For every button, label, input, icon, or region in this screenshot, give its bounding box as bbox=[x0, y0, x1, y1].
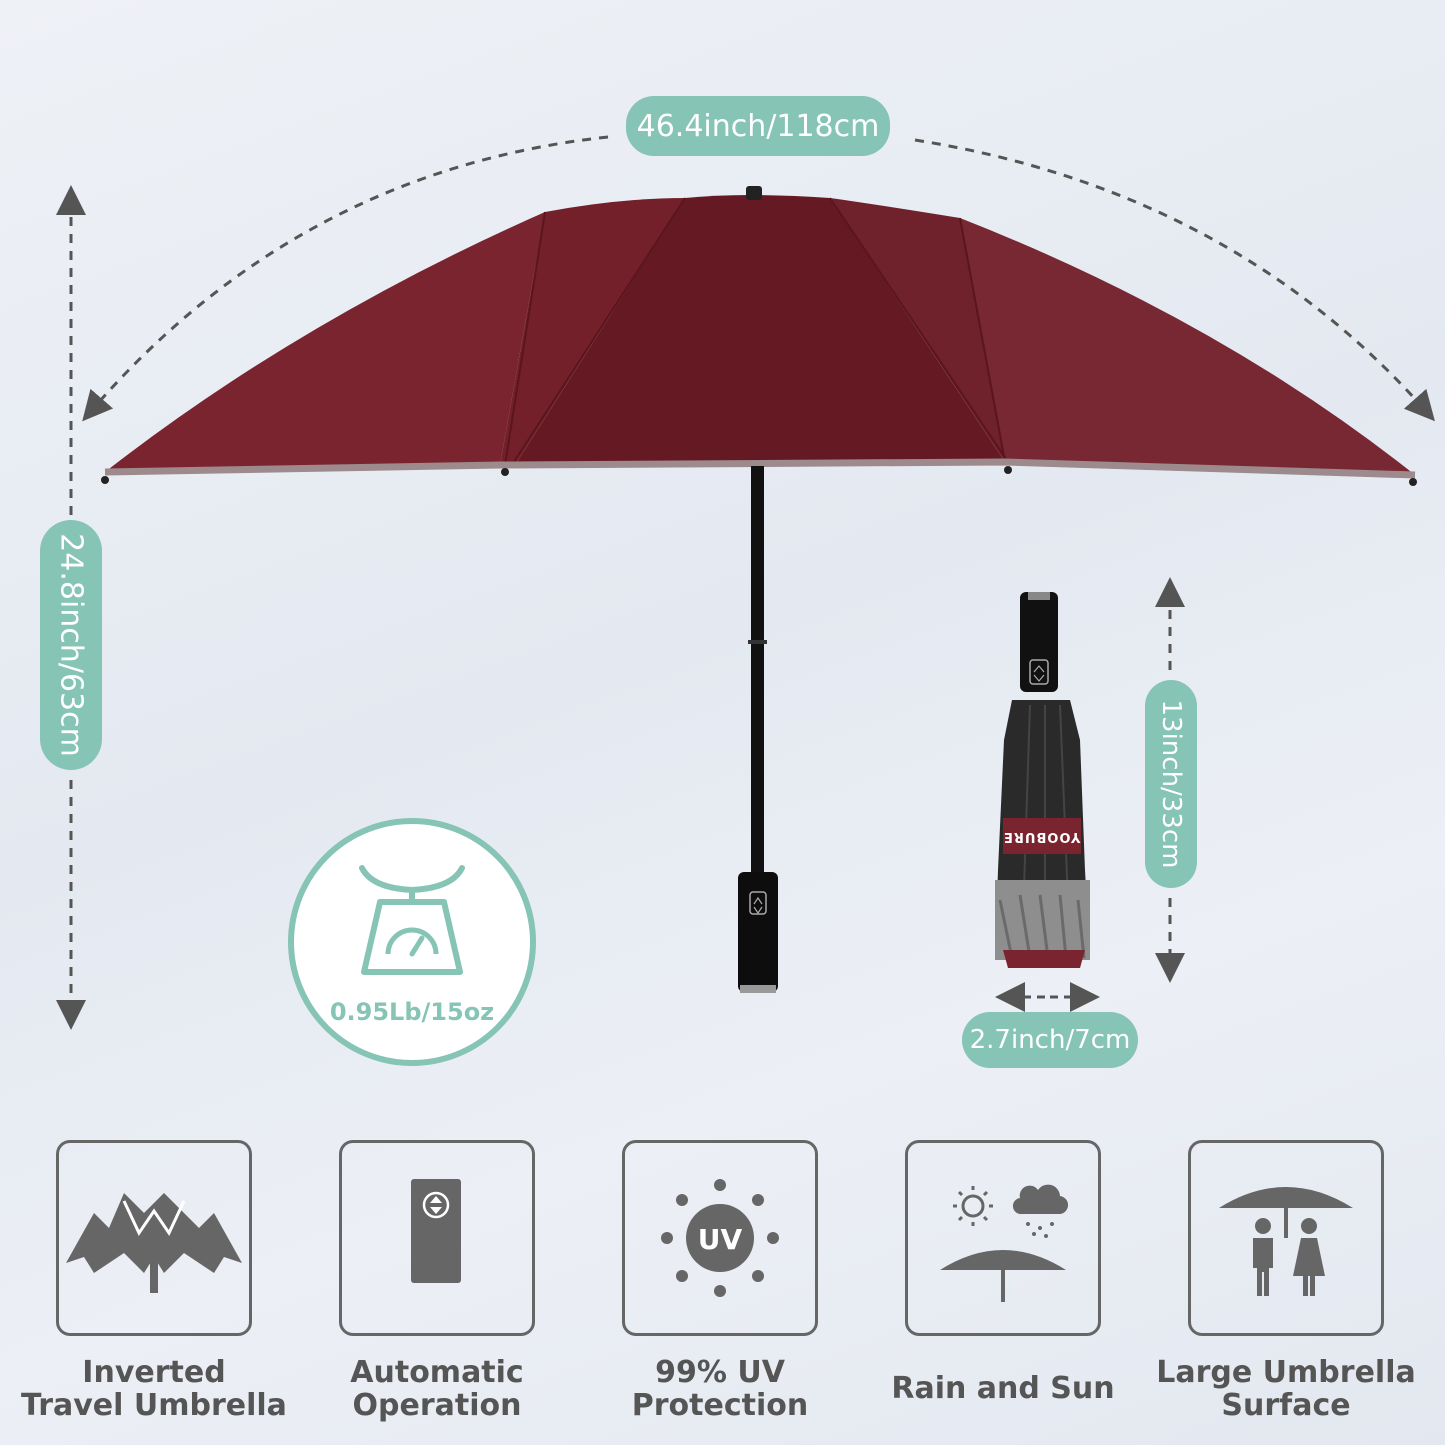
feature-tile-inverted bbox=[56, 1140, 252, 1336]
feature-label-uv: 99% UV Protection bbox=[570, 1356, 870, 1422]
width-dimension-text: 46.4inch/118cm bbox=[636, 108, 880, 144]
feature-label-line: Large Umbrella bbox=[1156, 1355, 1416, 1390]
feature-label-line: Protection bbox=[631, 1388, 809, 1423]
feature-tile-automatic bbox=[339, 1140, 535, 1336]
width-arc-left bbox=[82, 135, 609, 422]
folded-diameter-label: 2.7inch/7cm bbox=[962, 1012, 1138, 1068]
folded-length-label: 13inch/33cm bbox=[1145, 680, 1197, 888]
inverted-umbrella-icon bbox=[66, 1193, 242, 1293]
feature-label-rain-sun: Rain and Sun bbox=[853, 1372, 1153, 1405]
height-dimension-label: 24.8inch/63cm bbox=[40, 520, 102, 770]
scale-icon bbox=[359, 865, 465, 975]
width-arc-right bbox=[914, 138, 1435, 422]
feature-label-line: Travel Umbrella bbox=[21, 1388, 287, 1423]
feature-label-line: Inverted bbox=[82, 1355, 226, 1390]
feature-label-line: Surface bbox=[1221, 1388, 1351, 1423]
brand-band-text: YOOBURE bbox=[1003, 828, 1081, 844]
width-dimension-label: 46.4inch/118cm bbox=[626, 96, 890, 156]
rain-sun-icon bbox=[940, 1184, 1069, 1302]
feature-label-large-surface: Large Umbrella Surface bbox=[1136, 1356, 1436, 1422]
brand-band: YOOBURE bbox=[1003, 818, 1081, 854]
large-surface-icon bbox=[1219, 1187, 1353, 1296]
feature-tile-rain-sun bbox=[905, 1140, 1101, 1336]
feature-label-automatic: Automatic Operation bbox=[287, 1356, 587, 1422]
uv-sun-icon: UV bbox=[661, 1179, 779, 1297]
feature-label-line: Operation bbox=[352, 1388, 522, 1423]
weight-badge: 0.95Lb/15oz bbox=[288, 818, 536, 1066]
feature-label-inverted: Inverted Travel Umbrella bbox=[4, 1356, 304, 1422]
feature-label-line: Rain and Sun bbox=[891, 1371, 1115, 1406]
feature-tile-uv: UV bbox=[622, 1140, 818, 1336]
height-dimension-text: 24.8inch/63cm bbox=[53, 533, 89, 757]
folded-length-text: 13inch/33cm bbox=[1156, 699, 1186, 869]
feature-label-line: Automatic bbox=[350, 1355, 524, 1390]
folded-diameter-text: 2.7inch/7cm bbox=[969, 1025, 1131, 1055]
weight-text: 0.95Lb/15oz bbox=[329, 998, 495, 1026]
svg-text:UV: UV bbox=[698, 1223, 743, 1256]
feature-label-line: 99% UV bbox=[655, 1355, 785, 1390]
automatic-button-icon bbox=[411, 1179, 461, 1283]
feature-tile-large-surface bbox=[1188, 1140, 1384, 1336]
